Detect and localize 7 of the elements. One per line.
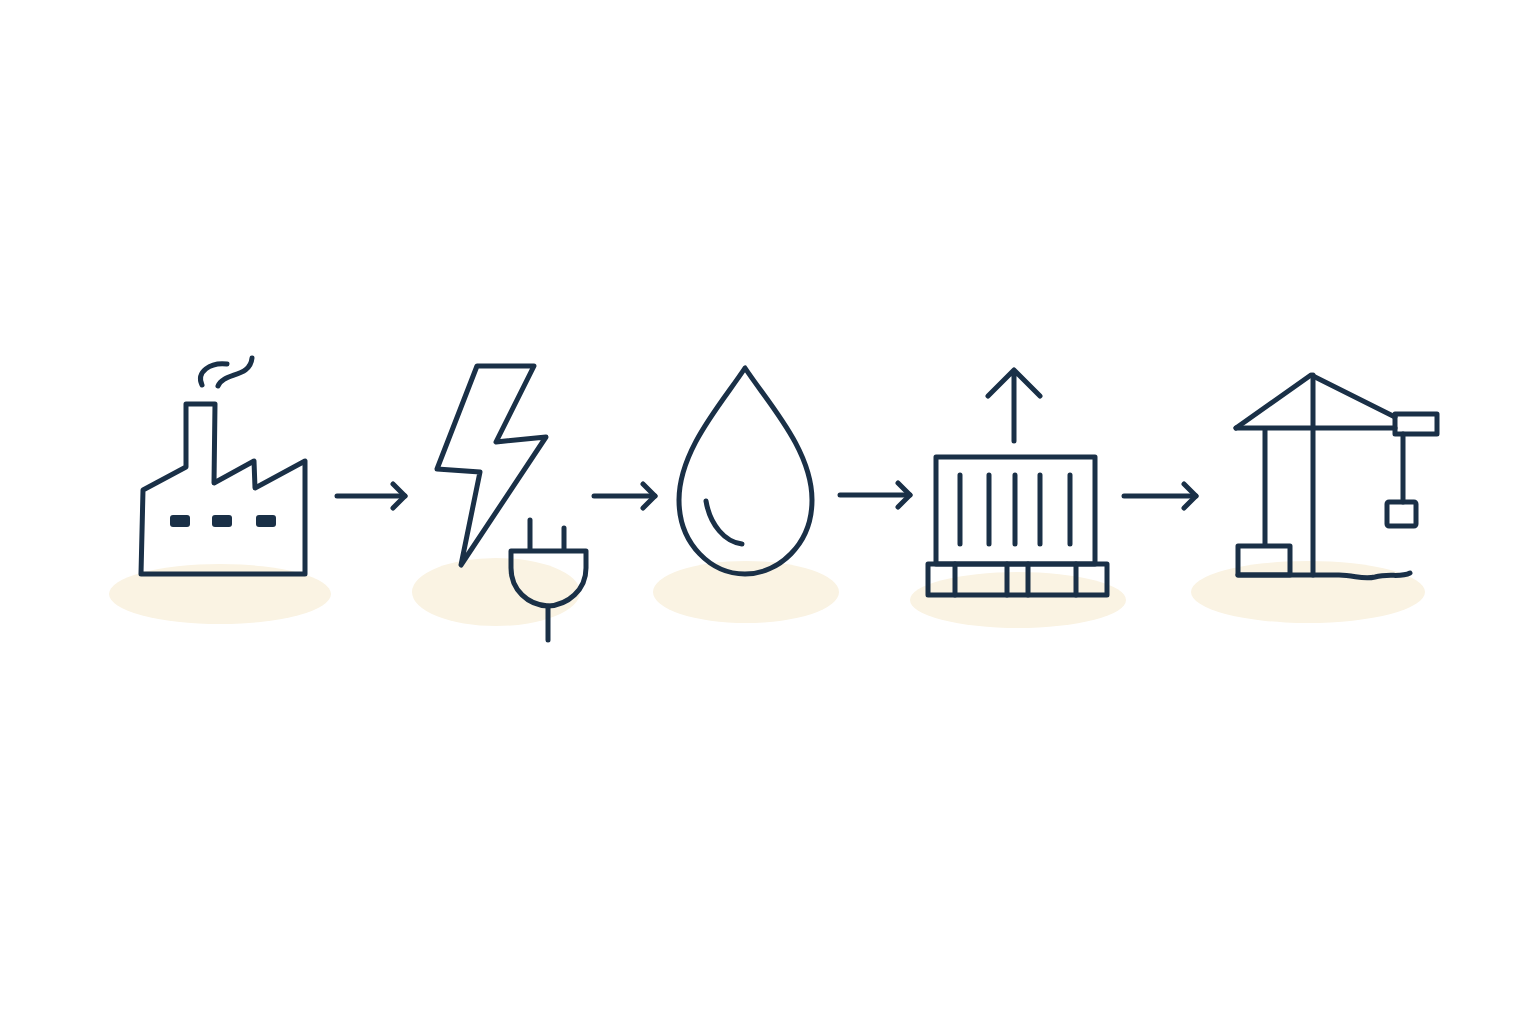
arrow — [1121, 481, 1199, 511]
arrow — [837, 480, 913, 510]
water-drop-drawing — [674, 364, 817, 579]
arrow — [591, 481, 658, 511]
shipping-container-drawing — [924, 453, 1111, 599]
tower-crane-drawing — [1232, 370, 1442, 581]
arrow — [334, 481, 408, 511]
